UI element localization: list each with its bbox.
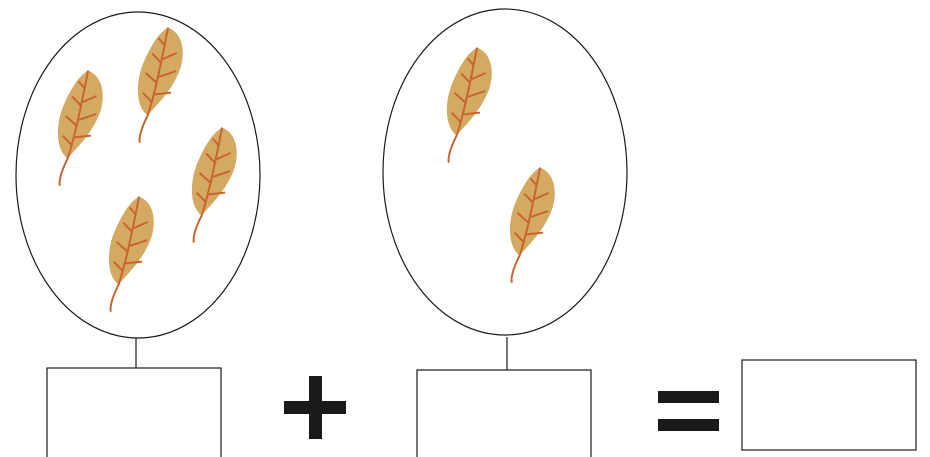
leaf-icon: [501, 163, 560, 289]
group-a-circle: [15, 11, 261, 339]
result-answer-box[interactable]: [741, 359, 917, 451]
group-b: [382, 8, 628, 457]
group-a-answer-box[interactable]: [46, 367, 222, 457]
leaf-icon: [49, 66, 108, 192]
group-a: [15, 11, 261, 457]
group-b-answer-box[interactable]: [416, 369, 592, 457]
leaf-icon: [438, 43, 497, 169]
group-b-circle: [382, 8, 628, 336]
result: [741, 359, 917, 451]
equals-sign: [658, 391, 719, 431]
leaf-icon: [100, 192, 159, 318]
plus-sign: [284, 376, 346, 439]
leaf-icon: [183, 123, 242, 249]
leaf-icon: [129, 23, 188, 149]
